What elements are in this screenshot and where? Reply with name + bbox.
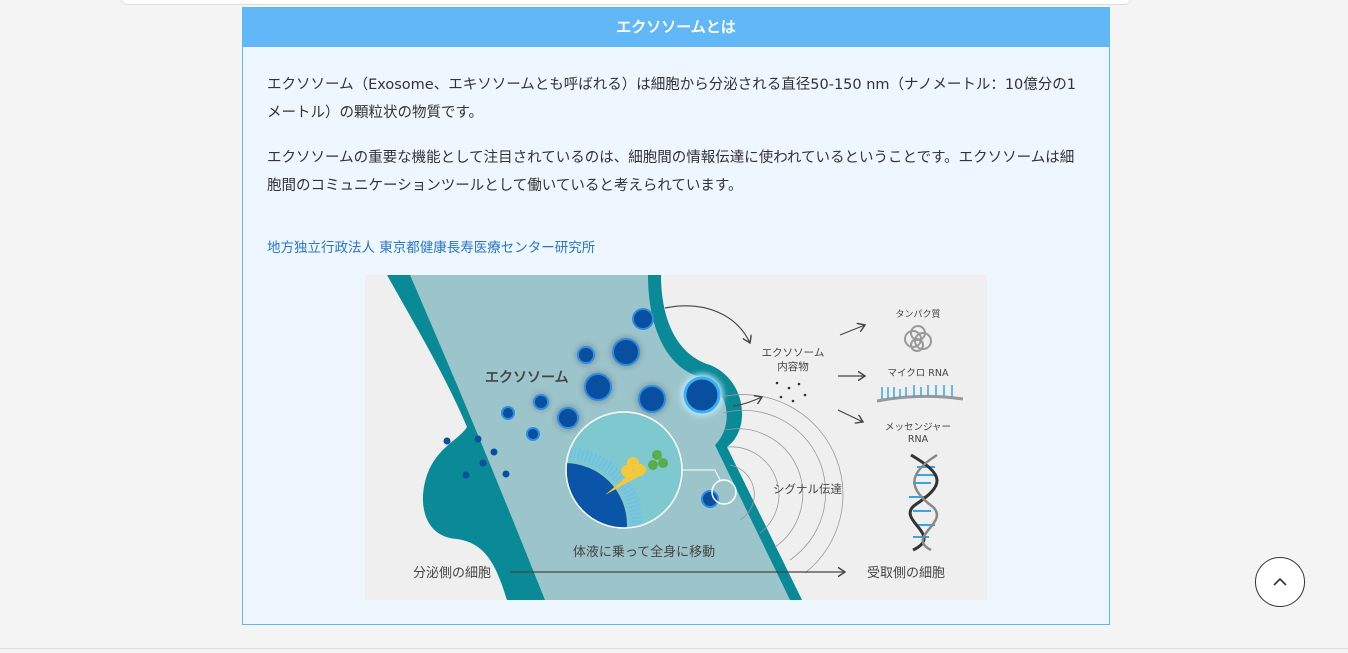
contents-label-1: エクソソーム	[762, 347, 825, 359]
paragraph-definition: エクソソーム（Exosome、エキソソームとも呼ばれる）は細胞から分泌される直径…	[267, 77, 1076, 121]
exosomes	[501, 308, 723, 508]
microrna-label: マイクロ RNA	[887, 368, 949, 379]
arrows	[510, 305, 865, 572]
protein-label: タンパク質	[895, 308, 940, 320]
section-title: エクソソームとは	[243, 8, 1109, 47]
microrna-icon	[876, 385, 964, 403]
exosome-label: エクソソーム	[485, 370, 569, 386]
bump-dots	[443, 435, 510, 479]
exosome-section: エクソソームとは エクソソーム（Exosome、エキソソームとも呼ばれる）は細胞…	[242, 7, 1110, 625]
contents-label-2: 内容物	[777, 360, 809, 373]
chevron-up-icon	[1273, 577, 1287, 586]
travel-label: 体液に乗って全身に移動	[573, 544, 715, 560]
protein-icon	[904, 325, 932, 352]
paragraph-function: エクソソームの重要な機能として注目されているのは、細胞間の情報伝達に使われている…	[267, 150, 1075, 194]
signal-label: シグナル伝達	[773, 482, 842, 496]
top-bar-edge	[120, 0, 1132, 5]
mrna-helix-icon	[908, 453, 939, 552]
divider	[0, 648, 1348, 649]
exosome-diagram: エクソソーム エクソソーム 内容物 タンパク質 マイクロ RNA メッセンジャー…	[365, 275, 987, 600]
sender-cell-label: 分泌側の細胞	[413, 566, 491, 581]
mrna-label-2: RNA	[908, 434, 929, 445]
membrane-zoom	[566, 412, 682, 528]
source-link[interactable]: 地方独立行政法人 東京都健康長寿医療センター研究所	[267, 240, 596, 256]
contents-dots	[775, 381, 807, 403]
scroll-to-top-button[interactable]	[1255, 557, 1305, 607]
receiver-cell-label: 受取側の細胞	[867, 566, 945, 581]
mrna-label-1: メッセンジャー	[885, 422, 951, 433]
